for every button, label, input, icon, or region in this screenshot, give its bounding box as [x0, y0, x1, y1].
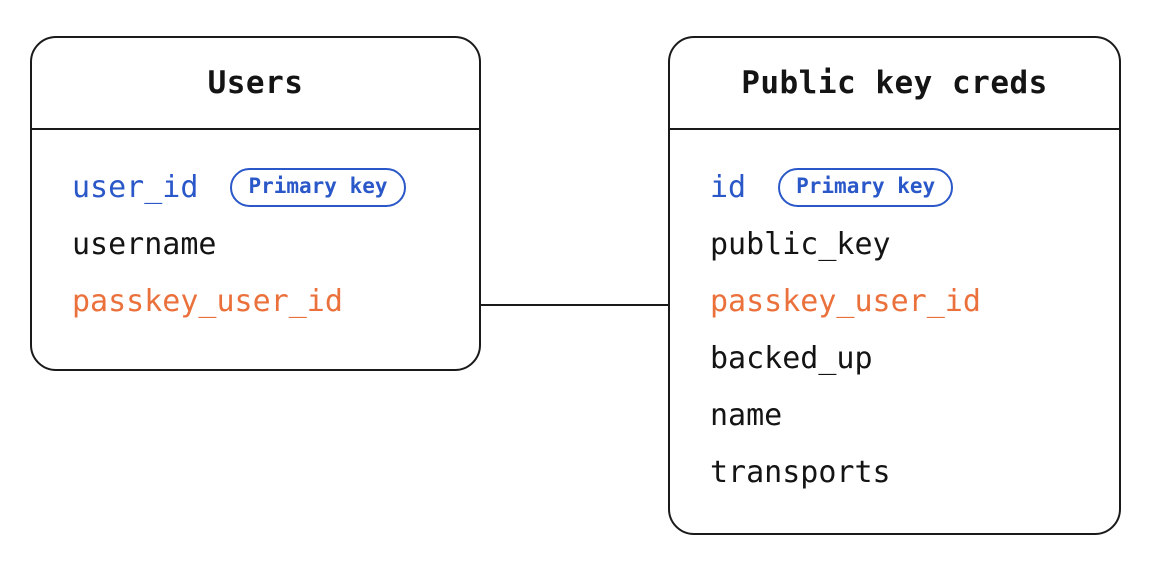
- field-row-id: id Primary key: [710, 159, 1119, 216]
- table-users: Users user_id Primary key username passk…: [30, 36, 481, 371]
- field-row-username: username: [72, 216, 479, 273]
- field-passkey-user-id: passkey_user_id: [710, 284, 981, 319]
- field-row-user-id: user_id Primary key: [72, 159, 479, 216]
- field-passkey-user-id: passkey_user_id: [72, 284, 343, 319]
- field-user-id: user_id: [72, 170, 199, 205]
- field-row-transports: transports: [710, 444, 1119, 501]
- field-backed-up: backed_up: [710, 341, 873, 376]
- table-public-key-creds-fields: id Primary key public_key passkey_user_i…: [670, 130, 1119, 501]
- table-public-key-creds-title: Public key creds: [741, 65, 1048, 101]
- field-row-passkey-user-id: passkey_user_id: [72, 273, 479, 330]
- field-transports: transports: [710, 455, 891, 490]
- field-public-key: public_key: [710, 227, 891, 262]
- table-users-header: Users: [32, 38, 479, 130]
- field-id: id: [710, 170, 747, 205]
- table-public-key-creds-header: Public key creds: [670, 38, 1119, 130]
- table-users-fields: user_id Primary key username passkey_use…: [32, 130, 479, 330]
- primary-key-badge: Primary key: [778, 168, 954, 207]
- table-public-key-creds: Public key creds id Primary key public_k…: [668, 36, 1121, 535]
- relationship-line: [481, 304, 668, 306]
- field-row-backed-up: backed_up: [710, 330, 1119, 387]
- field-row-name: name: [710, 387, 1119, 444]
- table-users-title: Users: [207, 65, 304, 101]
- field-username: username: [72, 227, 217, 262]
- field-row-public-key: public_key: [710, 216, 1119, 273]
- field-row-passkey-user-id: passkey_user_id: [710, 273, 1119, 330]
- field-name: name: [710, 398, 783, 433]
- primary-key-badge: Primary key: [230, 168, 406, 207]
